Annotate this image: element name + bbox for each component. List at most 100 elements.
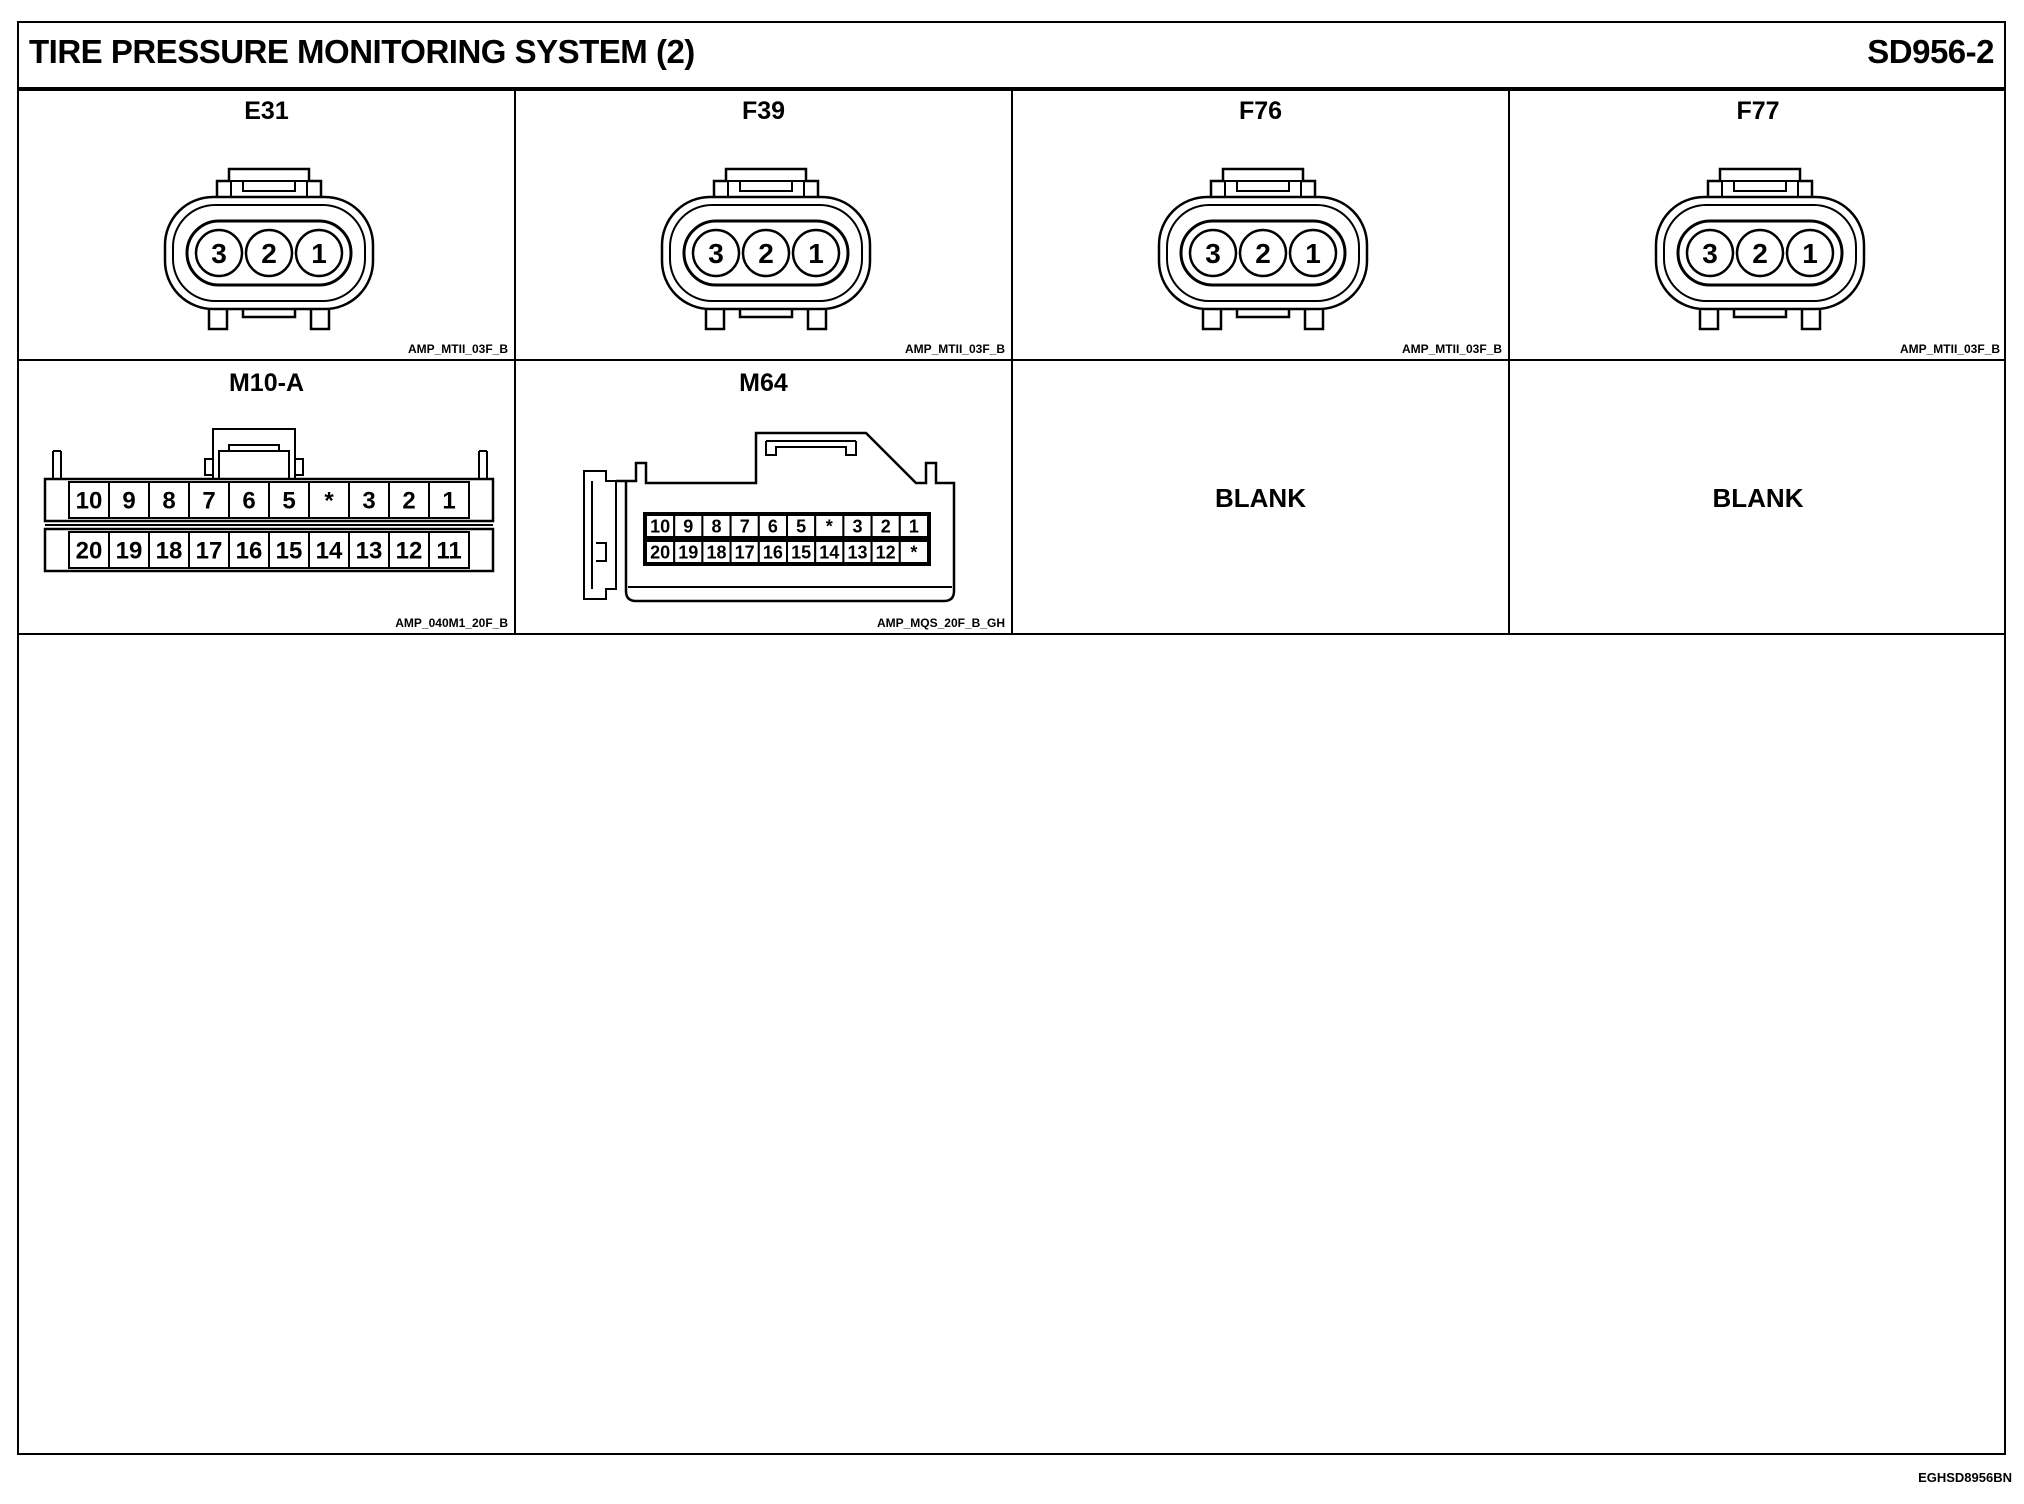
pin-label: 2 (881, 516, 891, 536)
connector-cell-f39: F39 3 2 1 AMP_MTII_03F_B (516, 89, 1013, 361)
connector-name: F76 (1238, 97, 1283, 125)
pin-label: 3 (1205, 238, 1221, 269)
pin-label: 9 (122, 488, 135, 515)
pin-label: 10 (76, 488, 103, 515)
pin-cell (68, 481, 110, 519)
pin-label: 13 (356, 538, 383, 565)
pin-label: 10 (650, 516, 670, 536)
connector-type: AMP_MTII_03F_B (1401, 342, 1502, 356)
pin-cell (898, 540, 929, 564)
page-code: SD956-2 (1867, 33, 1994, 70)
pin-label: 6 (768, 516, 778, 536)
pin-cell (268, 531, 310, 569)
connector-name: M64 (739, 369, 788, 397)
blank-label: BLANK (1215, 483, 1306, 513)
pin-label: 2 (1255, 238, 1271, 269)
pin-label: 2 (1752, 238, 1768, 269)
connector-type: AMP_040M1_20F_B (395, 616, 508, 630)
pin-label: 16 (763, 542, 783, 562)
pin-label: 6 (242, 488, 255, 515)
pin-cell (108, 531, 150, 569)
pin-label: 18 (156, 538, 183, 565)
pin-cell (428, 531, 470, 569)
page-title: TIRE PRESSURE MONITORING SYSTEM (2) (29, 33, 695, 70)
pin-label: 17 (196, 538, 223, 565)
pin-label: * (910, 542, 917, 562)
header: TIRE PRESSURE MONITORING SYSTEM (2) SD95… (19, 23, 2004, 91)
connector-e31-drawing: 3 2 1 (159, 151, 379, 351)
blank-label: BLANK (1712, 483, 1804, 513)
pin-label: 1 (442, 488, 455, 515)
pin-cell (308, 481, 350, 519)
pin-cell (228, 481, 270, 519)
connector-name: E31 (244, 97, 289, 125)
pin-label: 15 (791, 542, 811, 562)
pin-label: 20 (76, 538, 103, 565)
pin-label: 13 (847, 542, 867, 562)
pin-label: 2 (402, 488, 415, 515)
blank-cell-1: BLANK (1013, 361, 1510, 635)
pin-label: * (324, 488, 334, 515)
pin-label: 3 (362, 488, 375, 515)
pin-label: 1 (909, 516, 919, 536)
pin-label: 18 (706, 542, 726, 562)
pin-cell (108, 481, 150, 519)
pin-label: 19 (116, 538, 143, 565)
pin-label: 1 (1305, 238, 1321, 269)
connector-name: F39 (741, 97, 786, 125)
pin-cell (148, 531, 190, 569)
pin-cell (308, 531, 350, 569)
connector-f77-drawing: 3 2 1 (1650, 151, 1870, 351)
pin-label: 2 (261, 238, 277, 269)
pin-label: 17 (735, 542, 755, 562)
pin-cell (268, 481, 310, 519)
connector-f76-drawing: 3 2 1 (1153, 151, 1373, 351)
connector-cell-e31: E31 3 2 1 AMP_MTII_03F_B (19, 89, 516, 361)
pin-cell (428, 481, 470, 519)
pin-label: 7 (202, 488, 215, 515)
pin-label: 1 (808, 238, 824, 269)
pin-label: 3 (852, 516, 862, 536)
pin-label: 2 (758, 238, 774, 269)
connector-type: AMP_MTII_03F_B (1899, 342, 2000, 356)
blank-cell-2: BLANK (1510, 361, 2006, 635)
pin-cell (388, 481, 430, 519)
pin-label: 8 (711, 516, 721, 536)
connector-type: AMP_MQS_20F_B_GH (876, 616, 1005, 630)
pin-label: 20 (650, 542, 670, 562)
pin-label: 5 (282, 488, 295, 515)
connector-type: AMP_MTII_03F_B (904, 342, 1005, 356)
connector-type: AMP_MTII_03F_B (407, 342, 508, 356)
pin-label: 3 (708, 238, 724, 269)
pin-label: 15 (276, 538, 303, 565)
pin-label: 12 (396, 538, 423, 565)
pin-label: 1 (311, 238, 327, 269)
connector-cell-f76: F76 3 2 1 AMP_MTII_03F_B (1013, 89, 1510, 361)
pin-label: 1 (1802, 238, 1818, 269)
pin-label: * (826, 516, 833, 536)
diagram-frame: TIRE PRESSURE MONITORING SYSTEM (2) SD95… (17, 21, 2006, 1455)
drawing-code: EGHSD8956BN (1918, 1470, 2012, 1485)
pin-label: 16 (236, 538, 263, 565)
connector-name: M10-A (228, 369, 304, 397)
pin-cell (228, 531, 270, 569)
pin-label: 3 (1702, 238, 1718, 269)
pin-cell (348, 481, 390, 519)
pin-label: 9 (683, 516, 693, 536)
pin-label: 19 (678, 542, 698, 562)
pin-label: 5 (796, 516, 806, 536)
pin-label: 8 (162, 488, 175, 515)
pin-label: 3 (211, 238, 227, 269)
pin-cell (148, 481, 190, 519)
pin-label: 12 (876, 542, 896, 562)
connector-f39-drawing: 3 2 1 (656, 151, 876, 351)
pin-label: 14 (316, 538, 343, 565)
pin-label: 7 (740, 516, 750, 536)
pin-label: 14 (819, 542, 839, 562)
